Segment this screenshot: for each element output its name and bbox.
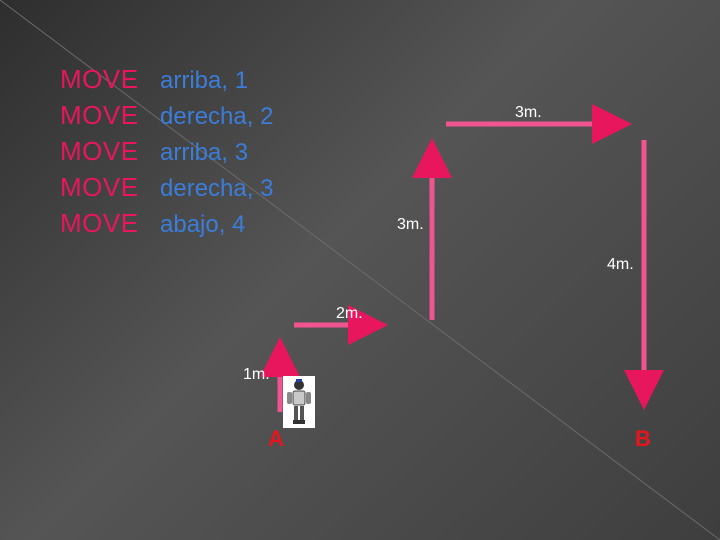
label-down-4: 4m.: [607, 256, 634, 274]
label-up-1: 1m.: [243, 366, 270, 384]
label-right-2: 2m.: [336, 305, 363, 323]
start-point-label: A: [268, 426, 284, 452]
end-point-label: B: [635, 426, 651, 452]
robot-icon: [283, 376, 315, 428]
label-right-3: 3m.: [515, 104, 542, 122]
label-up-3: 3m.: [397, 216, 424, 234]
